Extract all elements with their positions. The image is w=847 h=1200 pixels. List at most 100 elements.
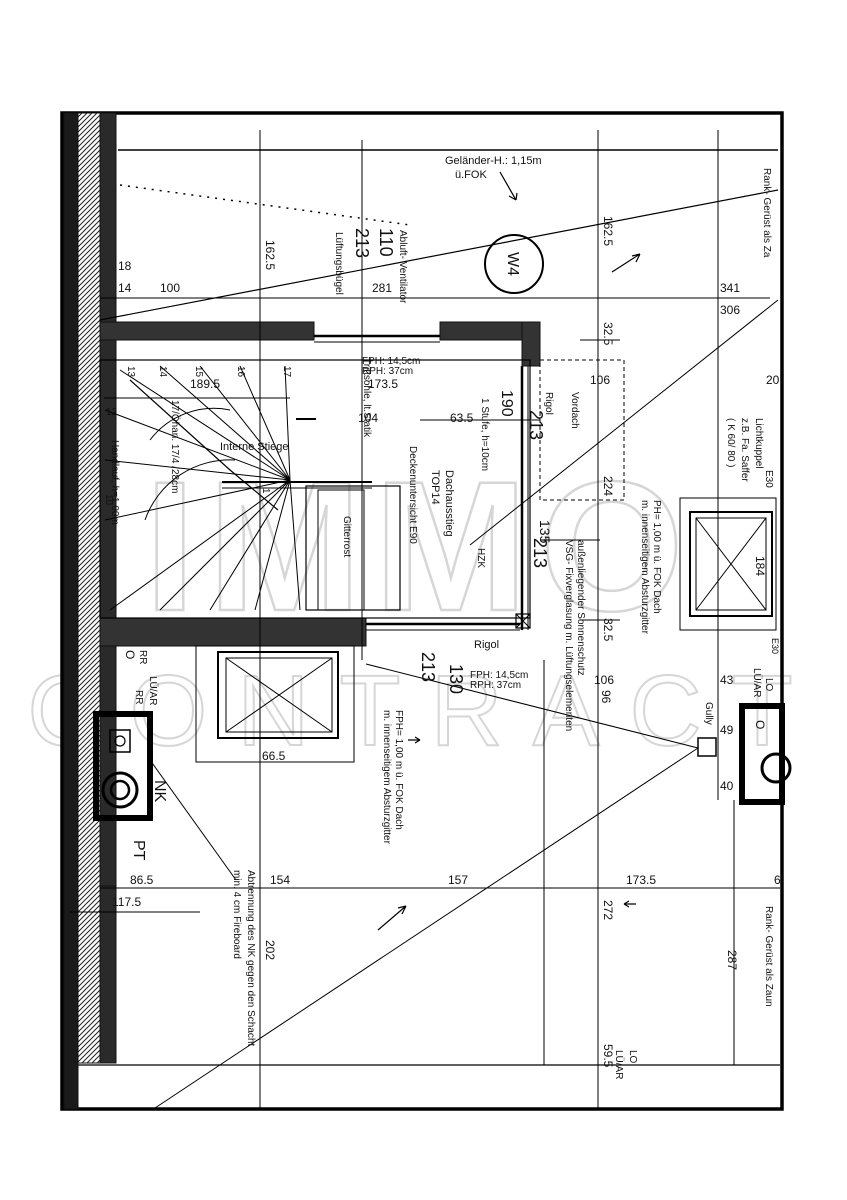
rph-sill-2-label: RPH: 37cm xyxy=(470,680,521,691)
sunshade-note-1: außenliegender Sonnenschutz xyxy=(575,540,586,676)
dim-213c: 213 xyxy=(530,538,550,568)
dim-184: 184 xyxy=(753,556,767,576)
lo-label-2: LO xyxy=(627,1050,638,1064)
watermark: IMMO CONTRACT xyxy=(26,443,823,768)
dim-20: 20 xyxy=(766,373,780,387)
dim-1175: 117.5 xyxy=(112,895,141,909)
vent-box-left xyxy=(93,711,153,821)
rigol-top-label: Rigol xyxy=(543,392,554,415)
dim-1735b: 173.5 xyxy=(626,873,656,887)
stair-num-1: 1 xyxy=(260,488,271,494)
dim-40: 40 xyxy=(720,779,734,793)
stair-step xyxy=(104,479,291,521)
fire-note-2: min. 4 cm Fireboard xyxy=(231,870,242,959)
dim-665: 66.5 xyxy=(262,749,286,763)
labels: Geländer-H.: 1,15m ü.FOK W4 18 14 100 28… xyxy=(106,155,781,909)
dim-100: 100 xyxy=(160,281,180,295)
dim-1625a: 162.5 xyxy=(263,240,277,270)
ventilation-note: Lüftungsbügel xyxy=(333,232,344,295)
skylight-outer xyxy=(679,497,777,631)
stair-label: Interne Stiege xyxy=(220,441,289,453)
arrow-icon xyxy=(623,900,636,908)
dim-213b: 213 xyxy=(526,410,546,440)
railing-ref: ü.FOK xyxy=(455,169,487,181)
dim-106a: 106 xyxy=(590,373,610,387)
stair-num-16: 16 xyxy=(235,366,246,378)
dim-12: 12 xyxy=(106,407,118,418)
dim-213d: 213 xyxy=(418,652,438,682)
railing-note: Geländer-H.: 1,15m xyxy=(445,155,542,167)
climbing-top-note: Rank- Gerüst als Za xyxy=(761,168,772,258)
dimension-lines xyxy=(70,130,780,1108)
stair-num-10: 10 xyxy=(103,494,114,506)
left-wall-inner xyxy=(99,112,117,1064)
grating-note: Gitterrost xyxy=(341,516,352,557)
e30-label-2: E30 xyxy=(770,638,780,654)
symbols xyxy=(93,234,792,821)
stair-winder-arc-2 xyxy=(144,459,236,521)
dim-43: 43 xyxy=(720,673,734,687)
roof-slope-top xyxy=(99,189,779,321)
arrow-icon xyxy=(408,736,421,744)
dim-104: 104 xyxy=(358,411,378,425)
canopy-outline xyxy=(539,359,625,501)
nk-leader xyxy=(149,759,237,881)
dim-1895: 189.5 xyxy=(190,377,220,391)
dim-106b: 106 xyxy=(594,673,614,687)
handrail-note: Handlauf, h=1,00m xyxy=(109,440,120,525)
plan-frame xyxy=(60,111,784,1111)
lu-ar-label-2: LÜ/AR xyxy=(751,668,763,697)
dim-202: 202 xyxy=(263,940,277,960)
roof-lines xyxy=(99,184,779,1109)
dim-213a: 213 xyxy=(352,228,372,258)
skylight-frame xyxy=(689,511,773,617)
stair-num-13: 13 xyxy=(125,366,136,378)
gully-box xyxy=(697,737,717,757)
shaft-x2 xyxy=(225,657,333,733)
stair-num-17: 17 xyxy=(281,366,292,378)
room-lines xyxy=(99,334,625,631)
rr-label-2: RR xyxy=(133,690,144,704)
dim-325a: 32.5 xyxy=(601,322,615,346)
ceiling-note: Deckenuntersicht E90 xyxy=(407,446,418,544)
dim-154: 154 xyxy=(270,873,290,887)
dim-1735a: 173.5 xyxy=(368,377,398,391)
stair-run-arrow xyxy=(129,379,279,511)
dim-281: 281 xyxy=(372,281,392,295)
dim-595: 59.5 xyxy=(601,1044,615,1068)
watermark-line2: CONTRACT xyxy=(27,655,823,767)
o-label-2: O xyxy=(753,720,767,729)
roof-slope-bottom xyxy=(154,747,699,1109)
dim-341: 341 xyxy=(720,281,740,295)
dim-6: 6 xyxy=(774,873,781,887)
window-corner-box xyxy=(515,613,531,629)
stair-winder-arc xyxy=(149,407,231,441)
lower-room-wall xyxy=(99,617,367,647)
rigol-bottom-label: Rigol xyxy=(474,639,499,651)
dim-272: 272 xyxy=(601,900,615,920)
watermark-line1: IMMO xyxy=(144,444,696,650)
outer-border xyxy=(60,111,784,1111)
sunshade-note-2: VSG- Fixverglasung m. Lüftungselementen xyxy=(563,540,574,731)
room-right-wall xyxy=(521,321,541,367)
left-wall-hatched xyxy=(77,112,101,1064)
stair-step xyxy=(254,479,291,611)
upper-room-wall xyxy=(99,321,315,341)
window-tag-circle xyxy=(484,234,544,294)
shaft-frame xyxy=(217,651,339,739)
stair-step xyxy=(284,365,291,481)
dim-157: 157 xyxy=(448,873,468,887)
dim-14: 14 xyxy=(118,281,132,295)
shaft-wall xyxy=(99,645,117,887)
stair-step xyxy=(119,369,291,481)
stair-step xyxy=(104,459,291,481)
nk-label: NK xyxy=(151,780,168,803)
dim-865: 86.5 xyxy=(130,873,154,887)
rr-label-1: RR xyxy=(137,650,148,664)
walls xyxy=(63,112,541,1110)
dim-190: 190 xyxy=(498,390,515,417)
stair-step xyxy=(159,365,291,481)
vent-small-box xyxy=(109,729,131,753)
fire-note-1: Abtrennung des NK gegen den Schacht xyxy=(245,870,256,1046)
grating xyxy=(317,489,365,611)
